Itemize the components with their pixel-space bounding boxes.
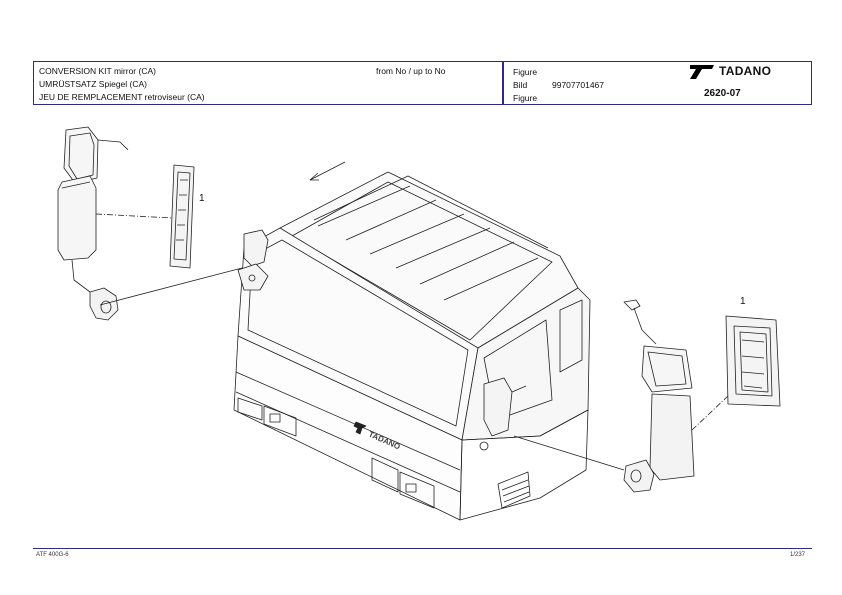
left-mirror-assembly (57, 126, 129, 321)
title-german: UMRÜSTSATZ Spiegel (CA) (39, 79, 147, 89)
footer-model-code: ATF 400G-6 (36, 552, 69, 558)
title-french: JEU DE REMPLACEMENT retroviseur (CA) (39, 92, 205, 102)
brand-name: TADANO (719, 64, 772, 78)
title-block (33, 61, 812, 105)
serial-range: from No / up to No (376, 66, 446, 76)
tadano-logo-icon (690, 65, 714, 79)
figure-label-fr: Figure (513, 93, 538, 103)
cab-right-mirror (479, 377, 527, 451)
right-mirror-glass (725, 315, 781, 407)
title-block-divider (502, 61, 504, 105)
callout-left-glass: 1 (199, 193, 205, 204)
footer-rule (33, 548, 812, 549)
crane-cab (233, 171, 591, 521)
part-number: 99707701467 (552, 80, 605, 90)
title-english: CONVERSION KIT mirror (CA) (39, 66, 156, 76)
left-mirror-glass (169, 164, 195, 269)
callout-right-glass: 1 (740, 296, 746, 307)
figure-label-en: Figure (513, 67, 538, 77)
figure-label-de: Bild (513, 80, 528, 90)
footer-page: 1/237 (790, 552, 806, 558)
right-mirror-assembly (623, 299, 695, 493)
figure-number: 2620-07 (704, 88, 741, 99)
cab-left-mirror (237, 229, 269, 291)
